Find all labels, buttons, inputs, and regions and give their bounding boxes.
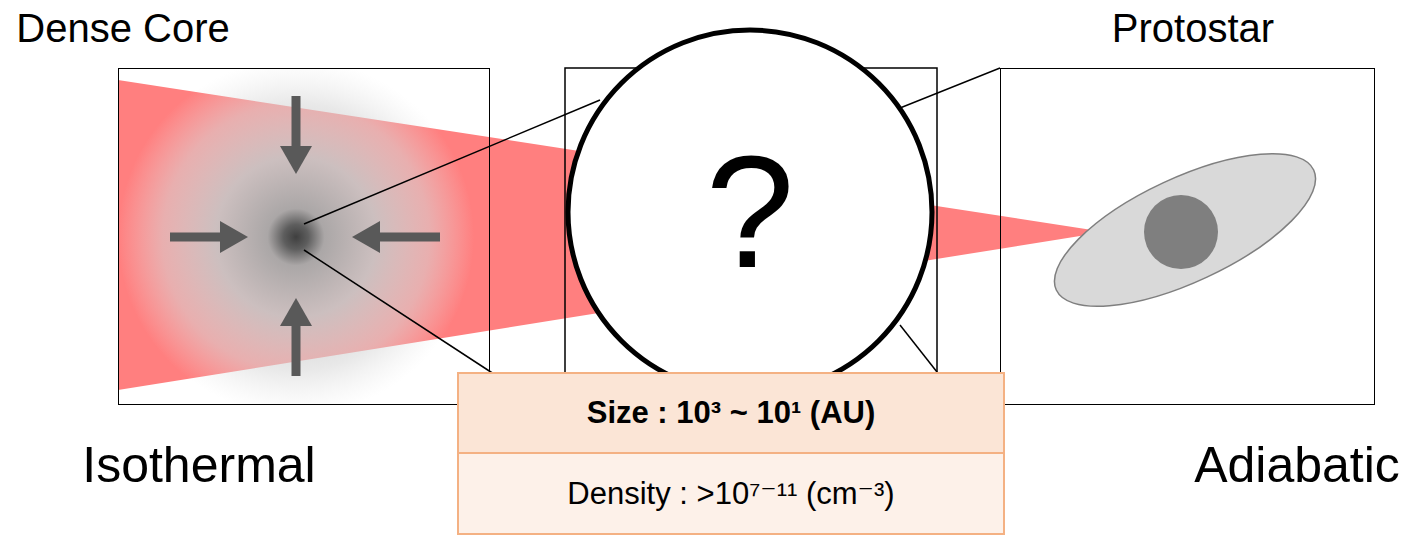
zoom-circle: ? (565, 27, 935, 397)
table-cell: Density : >10⁷⁻¹¹ (cm⁻³) (567, 476, 894, 512)
table-cell: Size : 10³ ~ 10¹ (AU) (587, 395, 876, 431)
protostar-disk (1034, 123, 1335, 337)
dense-core-cloud (118, 68, 490, 405)
table-cell-box: Density : >10⁷⁻¹¹ (cm⁻³) (457, 452, 1005, 535)
table-cell-box: Size : 10³ ~ 10¹ (AU) (457, 372, 1005, 454)
stage-heading: Dense Core (16, 5, 229, 51)
protostar-core (1144, 195, 1218, 269)
stage-box: ProtostarAdiabatic (1000, 68, 1375, 405)
state-label: Adiabatic (1194, 437, 1400, 495)
zoom-circle-outline (568, 30, 932, 394)
collapse-arrows (170, 96, 440, 376)
state-label: Isothermal (82, 437, 315, 495)
question-mark: ? (706, 132, 795, 292)
stage-box: Dense CoreIsothermal (118, 68, 490, 405)
stage-heading: Protostar (1112, 5, 1274, 51)
